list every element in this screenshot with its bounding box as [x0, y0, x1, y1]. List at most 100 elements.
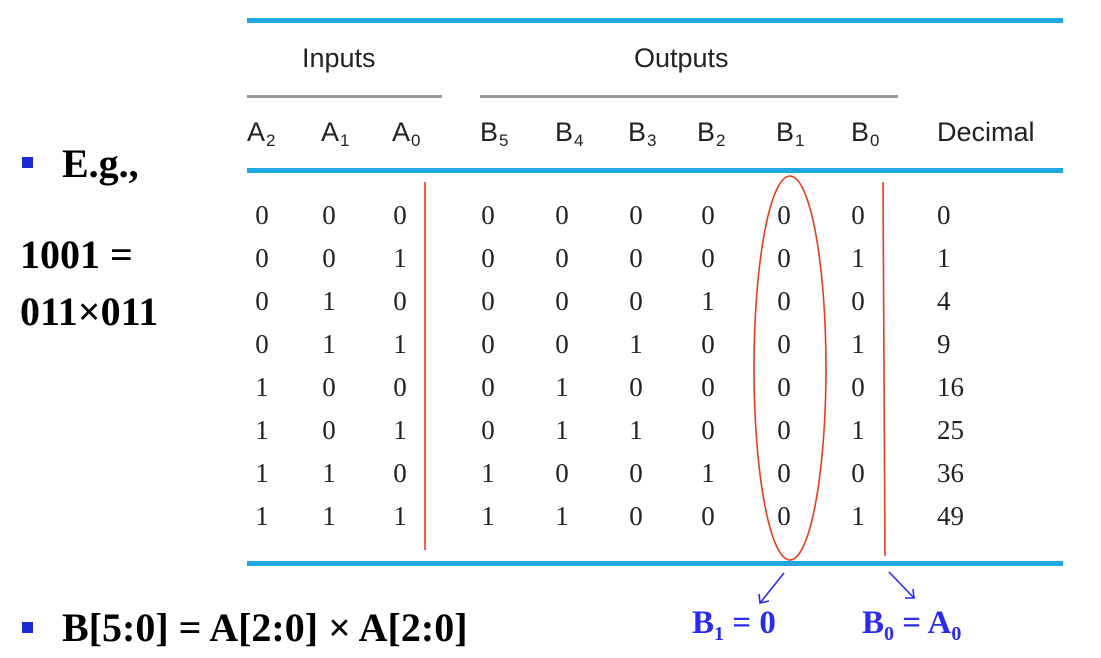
table-cell: 0 [701, 415, 715, 445]
b1-column-ellipse [753, 175, 827, 561]
table-cell: 0 [481, 200, 495, 230]
table-cell: 1 [322, 501, 336, 531]
bullet-example [22, 157, 33, 168]
table-cell: 0 [481, 286, 495, 316]
b1-arrow [758, 572, 785, 604]
table-cell: 0 [555, 200, 569, 230]
table-cell: 0 [322, 200, 336, 230]
table-cell: 0 [393, 200, 407, 230]
inputs-group-header: Inputs [302, 43, 376, 73]
table-cell: 1 [393, 501, 407, 531]
col-header-decimal: Decimal [937, 117, 1035, 147]
table-cell: 0 [629, 372, 643, 402]
header-bottom-rule [247, 168, 1063, 173]
table-cell: 0 [481, 329, 495, 359]
table-cell: 0 [629, 501, 643, 531]
col-header-a1: A1 [321, 117, 350, 150]
example-label: E.g., [62, 141, 139, 186]
table-cell: 0 [777, 415, 791, 445]
table-cell: 0 [255, 243, 269, 273]
table-cell: 1 [851, 501, 865, 531]
table-cell: 0 [777, 286, 791, 316]
table-cell: 0 [322, 372, 336, 402]
equation-text: B[5:0] = A[2:0] × A[2:0] [62, 605, 468, 650]
table-cell: 0 [701, 200, 715, 230]
table-cell: 1 [322, 286, 336, 316]
table-cell: 1 [322, 329, 336, 359]
b0-column-line [882, 181, 886, 557]
table-cell-decimal: 0 [937, 200, 951, 230]
table-cell: 0 [777, 458, 791, 488]
table-cell: 0 [255, 286, 269, 316]
table-cell: 1 [701, 286, 715, 316]
table-cell: 0 [481, 243, 495, 273]
table-cell: 1 [481, 458, 495, 488]
table-cell: 0 [777, 372, 791, 402]
col-header-b2: B2 [697, 117, 726, 150]
table-cell: 0 [629, 200, 643, 230]
table-cell: 0 [777, 501, 791, 531]
table-cell: 1 [393, 243, 407, 273]
table-cell: 1 [629, 415, 643, 445]
table-cell: 1 [555, 415, 569, 445]
table-cell: 0 [481, 372, 495, 402]
table-cell: 0 [555, 286, 569, 316]
table-cell: 1 [555, 372, 569, 402]
table-cell: 0 [701, 329, 715, 359]
table-cell-decimal: 49 [937, 501, 964, 531]
col-header-b1: B1 [776, 117, 805, 150]
b1-equals-zero-note: B1 = 0 [692, 605, 776, 645]
b0-equals-a0-note: B0 = A0 [862, 605, 962, 645]
table-bottom-rule [247, 561, 1063, 566]
table-cell: 1 [851, 243, 865, 273]
table-cell: 0 [555, 243, 569, 273]
table-cell: 0 [322, 243, 336, 273]
table-cell: 0 [555, 329, 569, 359]
col-header-a2: A2 [247, 117, 276, 150]
table-cell: 0 [255, 329, 269, 359]
col-header-b3: B3 [628, 117, 657, 150]
table-cell: 0 [777, 243, 791, 273]
table-cell: 1 [629, 329, 643, 359]
table-cell: 0 [777, 329, 791, 359]
table-cell: 1 [393, 329, 407, 359]
table-cell: 0 [481, 415, 495, 445]
col-header-b4: B4 [555, 117, 584, 150]
table-cell: 0 [629, 286, 643, 316]
outputs-group-rule [480, 95, 898, 98]
table-cell: 0 [851, 200, 865, 230]
table-cell: 1 [255, 372, 269, 402]
table-cell: 1 [851, 329, 865, 359]
table-cell: 1 [255, 501, 269, 531]
table-cell: 0 [701, 501, 715, 531]
table-cell: 0 [851, 372, 865, 402]
table-cell-decimal: 25 [937, 415, 964, 445]
table-cell: 0 [851, 286, 865, 316]
table-cell: 0 [322, 415, 336, 445]
table-cell-decimal: 16 [937, 372, 964, 402]
b0-arrow [888, 571, 915, 599]
table-cell-decimal: 1 [937, 243, 951, 273]
col-header-a0: A0 [392, 117, 421, 150]
table-cell: 0 [777, 200, 791, 230]
table-cell: 1 [255, 415, 269, 445]
table-cell-decimal: 36 [937, 458, 964, 488]
example-line-1: 1001 = [20, 232, 133, 277]
table-cell: 1 [851, 415, 865, 445]
table-cell: 0 [629, 458, 643, 488]
table-cell: 0 [393, 286, 407, 316]
outputs-group-header: Outputs [634, 43, 729, 73]
table-cell: 0 [701, 243, 715, 273]
table-cell: 1 [255, 458, 269, 488]
inputs-group-rule [247, 95, 442, 98]
col-header-b0: B0 [851, 117, 880, 150]
example-line-2: 011×011 [20, 289, 159, 334]
table-top-rule [247, 18, 1063, 23]
table-cell: 1 [393, 415, 407, 445]
table-cell: 0 [255, 200, 269, 230]
table-cell: 1 [322, 458, 336, 488]
table-cell: 0 [555, 458, 569, 488]
table-cell: 0 [701, 372, 715, 402]
table-cell: 1 [481, 501, 495, 531]
